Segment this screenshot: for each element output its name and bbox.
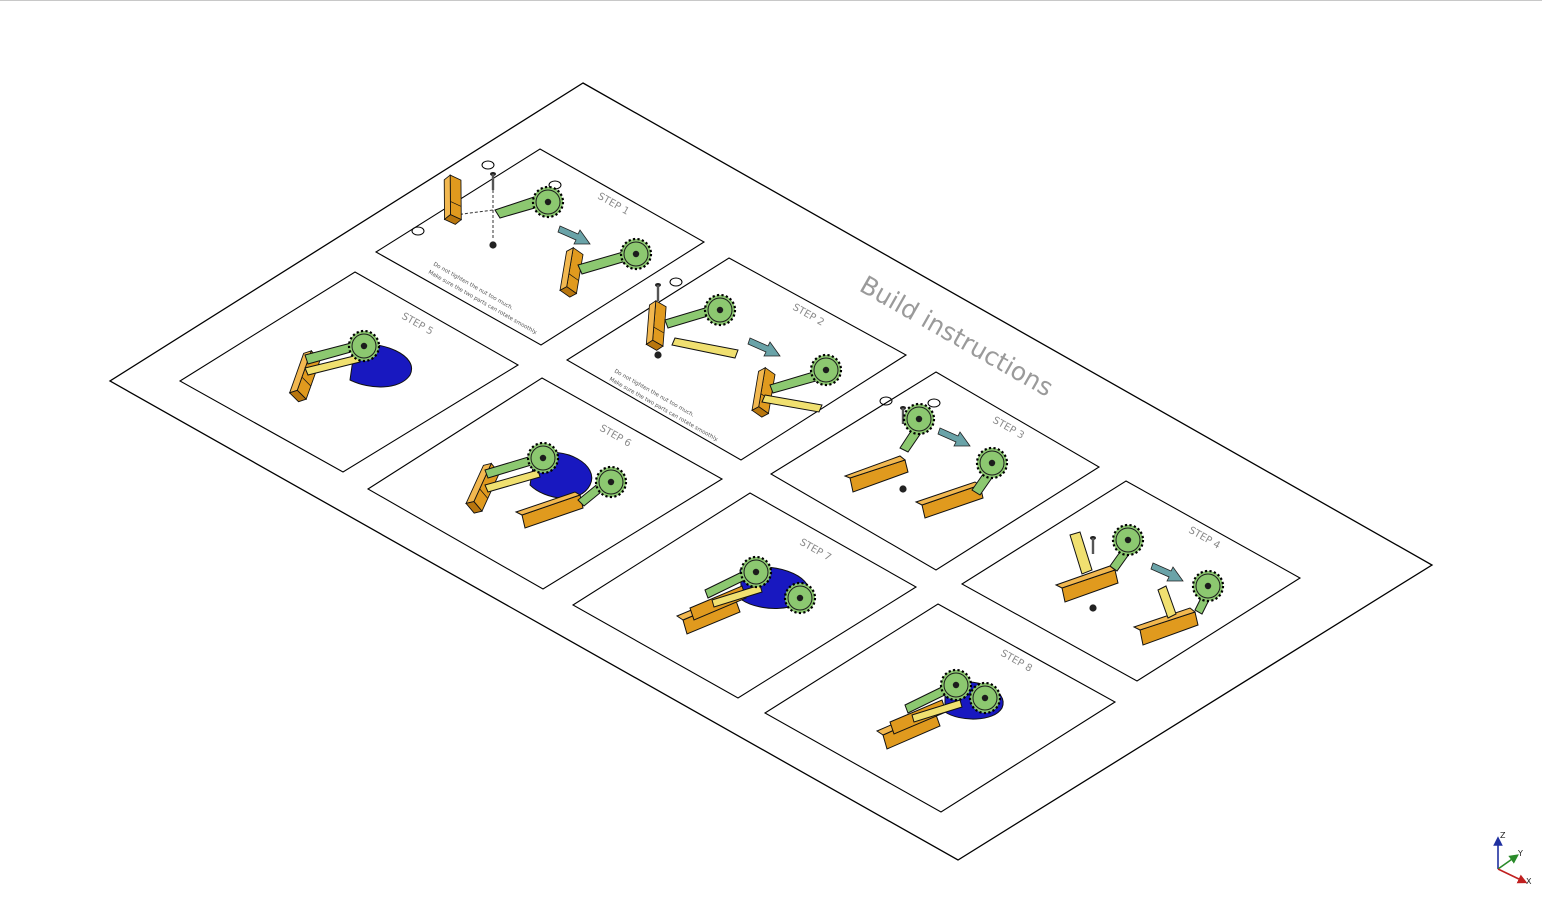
gear-icon — [526, 441, 560, 475]
nut-icon — [654, 351, 662, 359]
gear-icon — [902, 402, 936, 436]
gear-icon — [619, 237, 653, 271]
gear-icon — [975, 446, 1009, 480]
step-5-illustration — [276, 329, 413, 405]
step-6-illustration — [454, 441, 628, 529]
step-7-illustration — [675, 555, 817, 635]
gear-icon — [531, 185, 565, 219]
gear-icon — [939, 668, 973, 702]
instruction-sheet-border — [108, 82, 1434, 861]
axis-x-label: X — [1526, 877, 1532, 886]
gear-icon — [739, 555, 773, 589]
washer-icon — [481, 160, 495, 170]
step-3-illustration — [843, 396, 1009, 519]
gear-icon — [968, 681, 1002, 715]
step-2-illustration — [631, 277, 843, 420]
step-4-illustration — [1054, 523, 1225, 646]
viewport-top-border — [0, 0, 1542, 1]
axis-triad-icon: Z Y X — [1493, 831, 1532, 886]
panel-step-4 — [960, 480, 1302, 682]
gear-icon — [703, 293, 737, 327]
axis-z-label: Z — [1500, 831, 1506, 840]
gear-icon — [347, 329, 381, 363]
axis-y-label: Y — [1517, 849, 1523, 858]
panel-step-1 — [374, 148, 706, 346]
gear-icon — [1111, 523, 1145, 557]
washer-icon — [411, 226, 425, 236]
washer-icon — [927, 398, 941, 408]
washer-icon — [879, 396, 893, 406]
panel-step-5 — [178, 271, 520, 473]
gear-icon — [809, 353, 843, 387]
nut-icon — [899, 485, 907, 493]
gear-icon — [594, 465, 628, 499]
gear-icon — [783, 581, 817, 615]
step-1-illustration — [411, 160, 653, 300]
washer-icon — [669, 277, 683, 287]
panel-step-3 — [769, 371, 1101, 571]
gear-icon — [1191, 569, 1225, 603]
nut-icon — [1089, 604, 1097, 612]
step-8-illustration — [875, 668, 1004, 750]
nut-icon — [489, 241, 497, 249]
